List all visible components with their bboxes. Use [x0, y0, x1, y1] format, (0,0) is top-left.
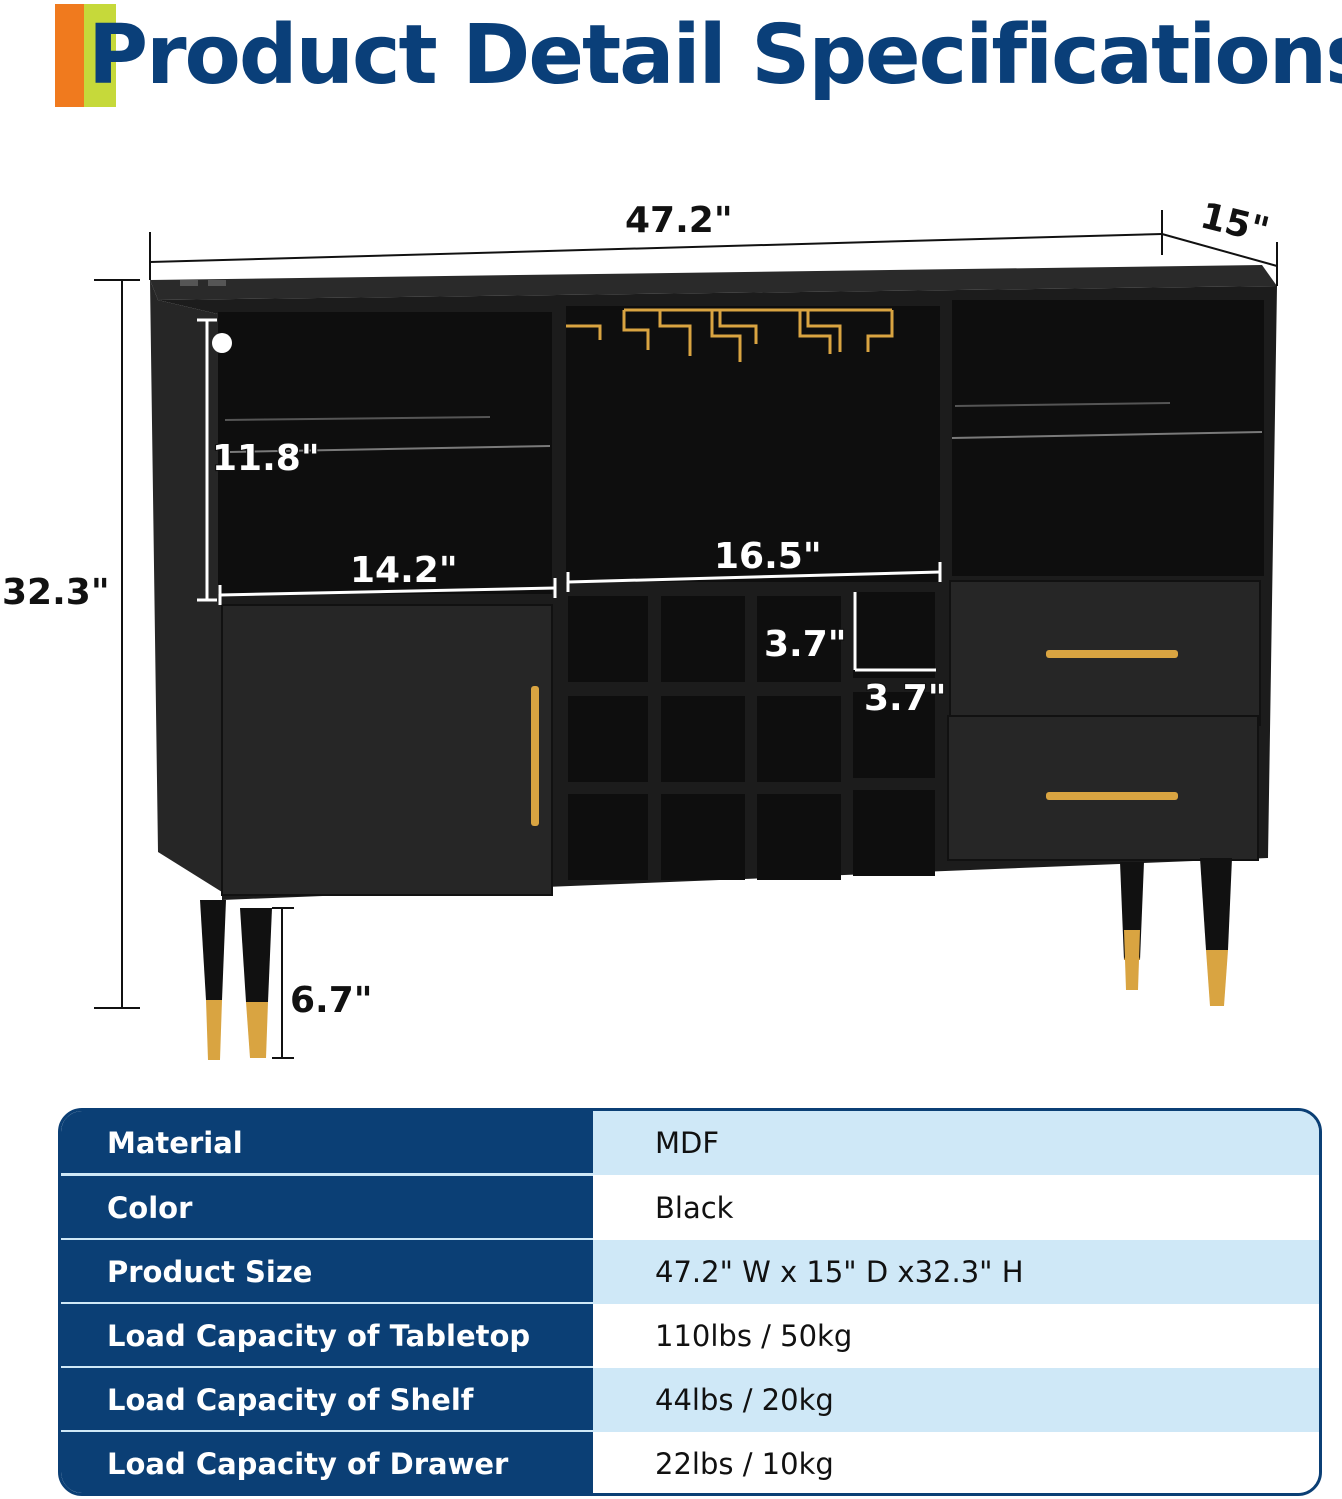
left-door: [221, 604, 553, 896]
row-divider: [61, 1173, 593, 1176]
spec-value: 47.2" W x 15" D x32.3" H: [593, 1240, 1319, 1304]
spec-label: Load Capacity of Tabletop: [61, 1304, 593, 1368]
title-accent-orange: [55, 4, 85, 107]
cabinet-diagram: 47.2" 15" 32.3" 6.7" 11.8" 14.2" 16.5" 3…: [2, 195, 1278, 1060]
upper-drawer-handle: [1046, 650, 1178, 658]
spec-label: Color: [61, 1176, 593, 1240]
spec-value: 22lbs / 10kg: [593, 1432, 1319, 1493]
cell-height-label: 3.7": [764, 624, 847, 665]
spec-value: MDF: [593, 1111, 1319, 1175]
lower-drawer-handle: [1046, 792, 1178, 800]
cabinet-top: [150, 265, 1277, 300]
spec-value: 44lbs / 20kg: [593, 1368, 1319, 1432]
row-divider: [61, 1430, 593, 1433]
spec-value: Black: [593, 1176, 1319, 1240]
spec-row-color: Color Black: [61, 1176, 1319, 1240]
spec-row-drawer-load: Load Capacity of Drawer 22lbs / 10kg: [61, 1432, 1319, 1493]
right-glass-shelf: [951, 431, 1263, 439]
wine-glass-rack: [566, 308, 894, 362]
spec-label: Material: [61, 1111, 593, 1175]
power-outlet-2: [208, 280, 226, 286]
spec-value: 110lbs / 50kg: [593, 1304, 1319, 1368]
left-open-compartment: [218, 312, 552, 594]
height-label: 32.3": [2, 572, 110, 613]
row-divider: [61, 1366, 593, 1369]
right-open-compartment: [952, 300, 1264, 576]
lower-drawer: [947, 715, 1259, 861]
dimension-lines: [94, 210, 1278, 1059]
cabinet-left-side: [150, 280, 222, 892]
spec-label: Load Capacity of Drawer: [61, 1432, 593, 1493]
row-divider: [61, 1238, 593, 1241]
spec-row-tabletop-load: Load Capacity of Tabletop 110lbs / 50kg: [61, 1304, 1319, 1368]
middle-open-compartment: [566, 306, 940, 582]
spec-label: Product Size: [61, 1240, 593, 1304]
left-glass-shelf-back: [224, 416, 491, 421]
row-divider: [61, 1302, 593, 1305]
page-title: Product Detail Specifications: [88, 8, 1342, 103]
spec-row-product-size: Product Size 47.2" W x 15" D x32.3" H: [61, 1240, 1319, 1304]
wine-cubbies: [568, 592, 935, 880]
depth-label: 15": [1196, 195, 1273, 251]
spec-row-material: Material MDF: [61, 1111, 1319, 1175]
spec-label: Load Capacity of Shelf: [61, 1368, 593, 1432]
left-glass-shelf: [229, 445, 551, 453]
right-glass-shelf-back: [954, 402, 1171, 407]
cell-width-label: 3.7": [864, 678, 947, 719]
power-outlet: [180, 280, 198, 286]
cabinet-illustration: [150, 265, 1277, 1060]
left-width-label: 14.2": [350, 550, 458, 591]
cabinet-legs: [200, 858, 1232, 1060]
spec-table: Material MDF Color Black Product Size 47…: [58, 1108, 1322, 1496]
door-handle: [531, 686, 539, 826]
title-accent-green: [84, 4, 116, 107]
width-label: 47.2": [625, 200, 733, 241]
inner-dimension-lines: [197, 318, 942, 672]
light-indicator: [212, 333, 232, 353]
leg-height-label: 6.7": [290, 980, 373, 1021]
spec-row-shelf-load: Load Capacity of Shelf 44lbs / 20kg: [61, 1368, 1319, 1432]
shelf-height-label: 11.8": [212, 438, 320, 479]
middle-width-label: 16.5": [714, 536, 822, 577]
